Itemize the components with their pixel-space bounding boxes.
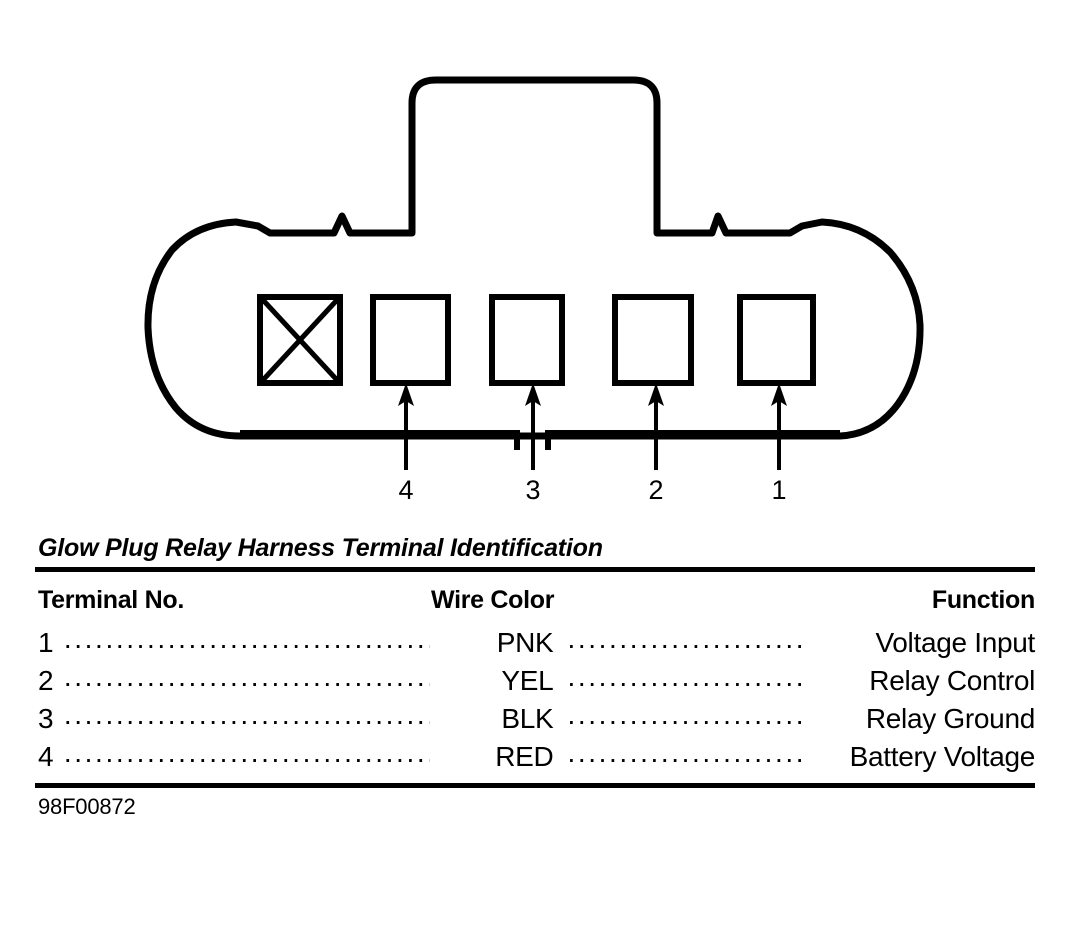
terminal-cavity-2 — [612, 294, 694, 386]
table-body: 1 ......................................… — [35, 623, 1036, 779]
figure-code: 98F00872 — [38, 794, 136, 819]
callout-arrow-3 — [525, 383, 541, 470]
leader-dots-right: ........................... — [567, 737, 805, 768]
leader-dots-right: ........................... — [567, 661, 805, 692]
unused-cavity-x-stroke-2 — [261, 298, 339, 382]
cell-function: Voltage Input — [875, 627, 1036, 658]
table-title: Glow Plug Relay Harness Terminal Identif… — [38, 534, 603, 562]
cell-terminal-no: 4 — [38, 741, 54, 772]
cell-terminal-no: 1 — [38, 627, 54, 658]
column-header-wire-color: Wire Color — [431, 586, 555, 614]
title-rule — [35, 567, 1035, 572]
callout-arrow-1 — [771, 383, 787, 470]
leader-dots-left: ........................................… — [63, 699, 430, 730]
connector-base-line-left — [240, 430, 520, 450]
leader-dots-right: ........................... — [567, 623, 805, 654]
cell-function: Battery Voltage — [849, 741, 1036, 772]
callout-label-3: 3 — [525, 475, 541, 505]
connector-diagram: 4 3 2 1 — [144, 76, 924, 505]
callout-arrow-2 — [648, 383, 664, 470]
table-row: 2 ......................................… — [35, 661, 1036, 703]
table-row: 1 ......................................… — [35, 623, 1036, 665]
leader-dots-left: ........................................… — [63, 623, 430, 654]
cell-wire-color: PNK — [496, 627, 554, 658]
table-row: 3 ......................................… — [35, 699, 1036, 741]
leader-dots-left: ........................................… — [63, 737, 430, 768]
column-header-function: Function — [931, 586, 1035, 614]
table-row: 4 ......................................… — [35, 737, 1036, 779]
connector-base-line-right — [545, 430, 840, 450]
leader-dots-right: ........................... — [567, 699, 805, 730]
callout-label-4: 4 — [398, 475, 414, 505]
cell-function: Relay Ground — [865, 703, 1036, 734]
leader-dots-left: ........................................… — [63, 661, 430, 692]
terminal-cavity-4 — [370, 294, 451, 386]
cell-wire-color: BLK — [501, 703, 554, 734]
terminal-identification-table: Glow Plug Relay Harness Terminal Identif… — [35, 534, 1035, 820]
cell-wire-color: YEL — [501, 665, 554, 696]
connector-outline — [144, 76, 924, 440]
table-bottom-rule — [35, 783, 1035, 788]
cell-wire-color: RED — [495, 741, 554, 772]
cell-terminal-no: 2 — [38, 665, 54, 696]
terminal-cavity-1 — [737, 294, 816, 386]
callout-label-2: 2 — [648, 475, 664, 505]
cell-terminal-no: 3 — [38, 703, 54, 734]
callout-arrow-4 — [398, 383, 414, 470]
terminal-cavity-unused — [257, 294, 343, 386]
terminal-cavity-3 — [489, 294, 565, 386]
callout-label-1: 1 — [771, 475, 787, 505]
table-header-row: Terminal No. Wire Color Function — [35, 586, 1035, 615]
cell-function: Relay Control — [869, 665, 1036, 696]
connector-drawing — [144, 76, 924, 470]
column-header-terminal-no: Terminal No. — [38, 586, 184, 614]
